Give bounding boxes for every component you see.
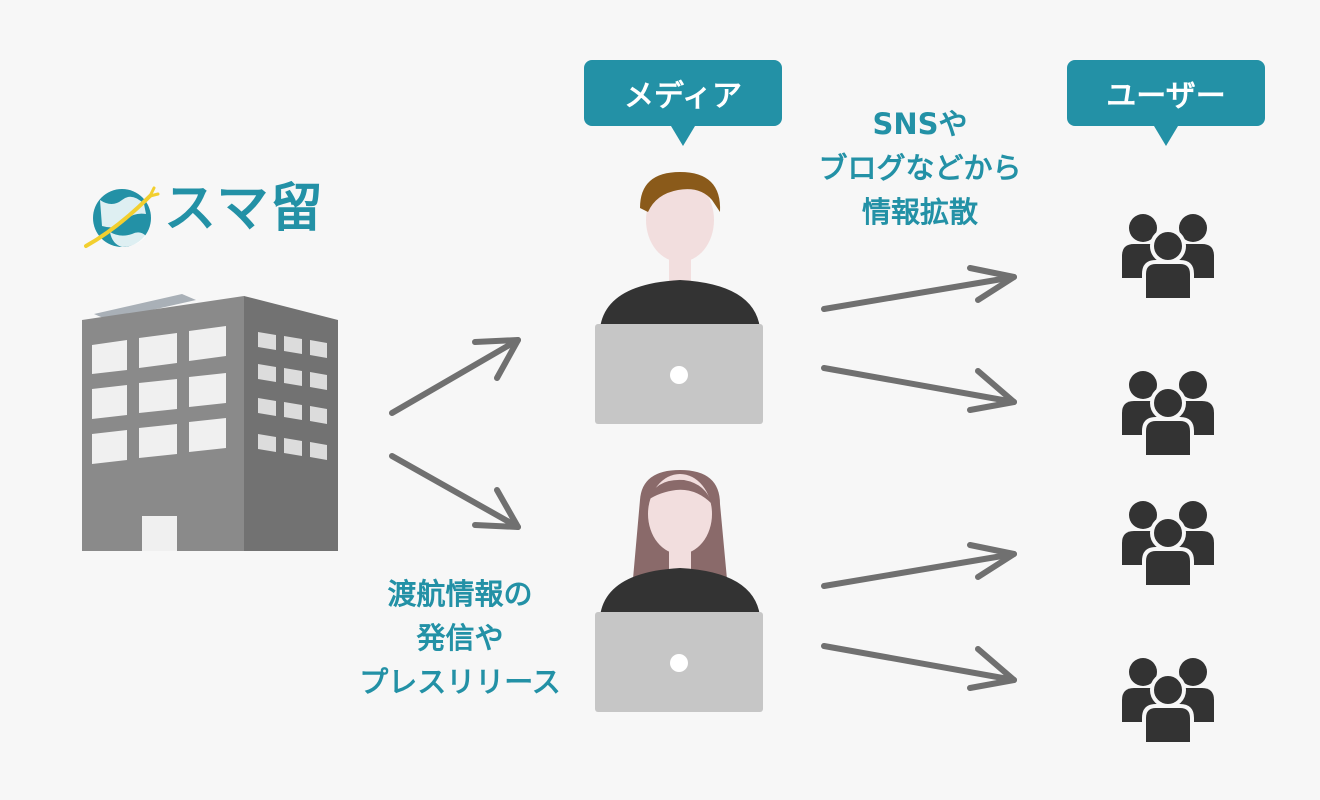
arrow-media2-to-user4 [821,643,1017,691]
user-group-icon [1122,214,1214,302]
arrow-media1-to-user2 [821,365,1017,413]
press-caption-line: 発信や [416,621,504,655]
arrow-company-to-media-bottom [389,453,521,530]
press-caption: 渡航情報の 発信や プレスリリース [340,572,580,704]
media-person-female-icon [595,470,763,712]
user-group-icon [1122,371,1214,459]
media-person-male-icon [595,172,763,424]
arrow-company-to-media-top [389,337,521,416]
user-group-icon [1122,501,1214,589]
user-group-icon [1122,658,1214,746]
media-label-bubble: メディア [584,60,782,146]
sns-caption-line: 情報拡散 [861,195,978,229]
logo-text: スマ留 [164,179,325,239]
press-caption-line: プレスリリース [359,665,561,699]
sns-caption: SNSや ブログなどから 情報拡散 [795,102,1045,234]
sns-caption-line: SNSや [872,107,968,141]
sns-caption-line: ブログなどから [818,151,1022,185]
globe-icon [84,186,160,248]
press-caption-line: 渡航情報の [387,577,533,611]
user-label-bubble: ユーザー [1067,60,1265,146]
arrow-media1-to-user1 [821,265,1017,312]
arrow-media2-to-user3 [821,542,1017,589]
building-icon [82,294,338,551]
